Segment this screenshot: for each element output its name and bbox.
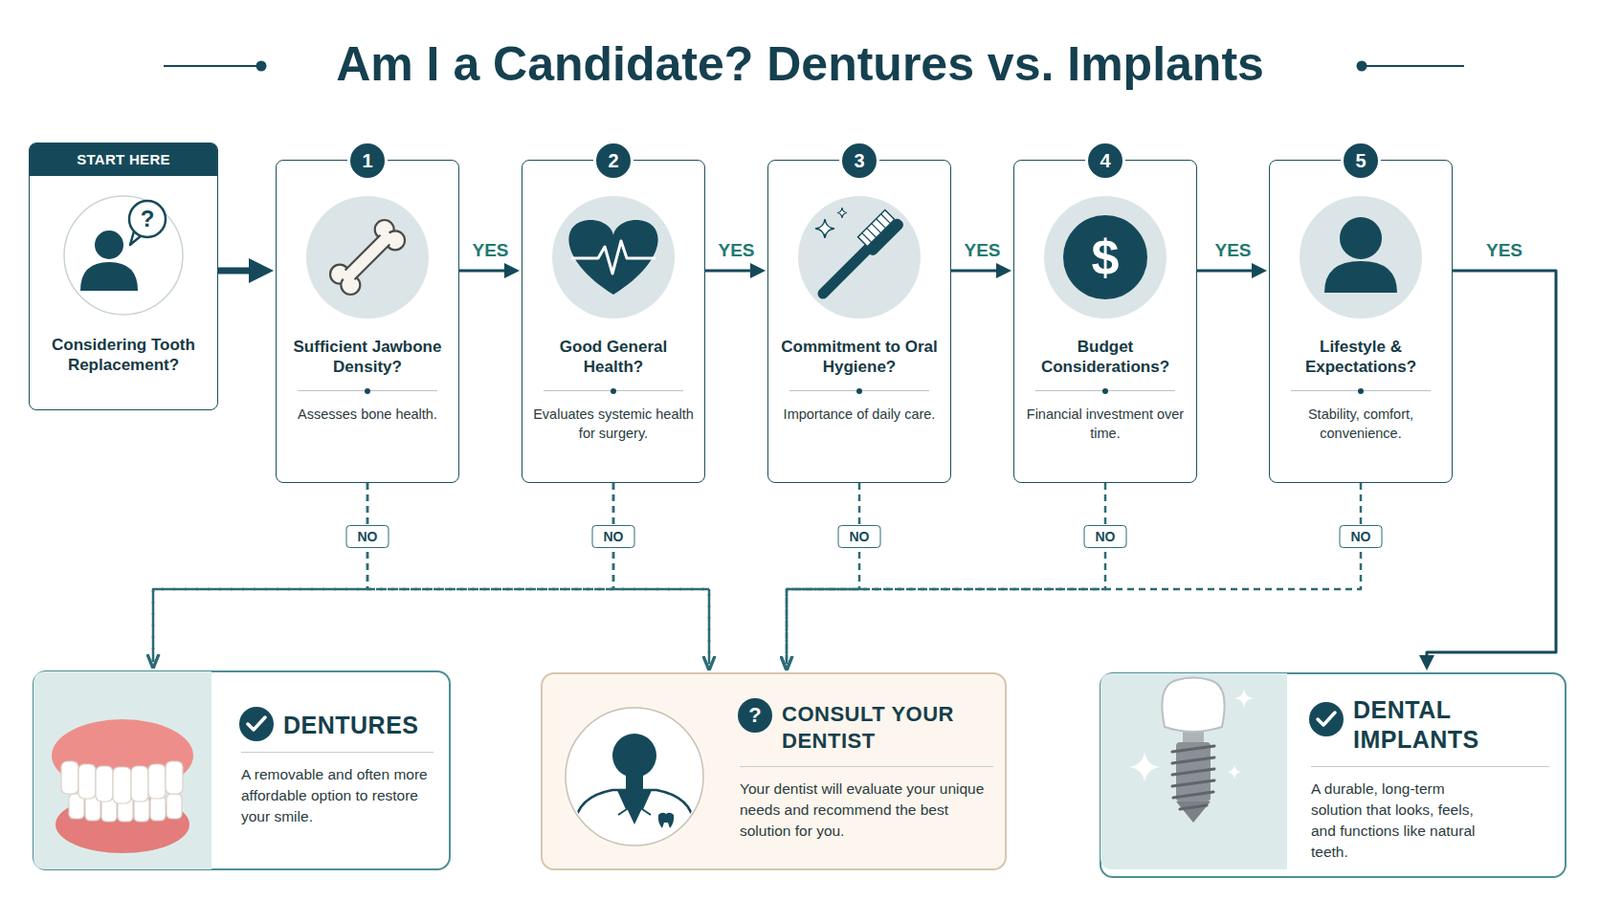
box-description: Assesses bone health. bbox=[284, 404, 451, 424]
no-connector bbox=[367, 483, 710, 665]
yes-connector bbox=[951, 269, 1005, 273]
decision-box: 1Sufficient Jawbone Density?Assesses bon… bbox=[275, 159, 460, 484]
yes-connector bbox=[218, 267, 263, 275]
box-heading: Considering Tooth Replacement? bbox=[35, 334, 212, 376]
no-label: NO bbox=[1339, 525, 1383, 549]
no-connector bbox=[786, 483, 1361, 665]
implant-picture bbox=[1129, 678, 1254, 824]
box-heading: Commitment to Oral Hygiene? bbox=[776, 336, 943, 378]
yes-label: YES bbox=[469, 240, 511, 262]
dollar-icon bbox=[1063, 215, 1148, 300]
toothbrush-icon bbox=[815, 207, 906, 294]
divider-line bbox=[1311, 766, 1550, 768]
step-number: 2 bbox=[593, 140, 634, 181]
result-box: DENTURES A removable and often more affor… bbox=[32, 670, 451, 871]
result-box: CONSULT YOUR DENTIST Your dentist will ev… bbox=[540, 672, 1007, 871]
check-icon bbox=[239, 702, 1344, 742]
no-connector bbox=[153, 483, 614, 663]
no-connector bbox=[786, 483, 1106, 665]
result-heading: DENTAL IMPLANTS bbox=[1311, 695, 1545, 756]
step-number: 1 bbox=[347, 140, 388, 181]
diagram-title: Am I a Candidate? Dentures vs. Implants bbox=[0, 30, 1600, 98]
yes-connector bbox=[1426, 270, 1556, 665]
yes-connector bbox=[459, 269, 513, 273]
divider-line bbox=[543, 390, 684, 392]
no-label: NO bbox=[1084, 525, 1128, 549]
icon-symbol: ? bbox=[140, 207, 156, 231]
start-box: START HERE Considering Tooth Replacement? bbox=[28, 142, 219, 411]
no-connector bbox=[613, 483, 710, 665]
decision-box: 5Lifestyle & Expectations?Stability, com… bbox=[1268, 159, 1453, 484]
box-description: Evaluates systemic health for surgery. bbox=[530, 404, 697, 444]
result-heading: DENTURES bbox=[241, 711, 434, 741]
icon-symbol: ? bbox=[748, 705, 761, 727]
yes-label: YES bbox=[1212, 240, 1253, 262]
divider-line bbox=[1290, 390, 1431, 392]
result-description: Your dentist will evaluate your unique n… bbox=[739, 778, 994, 843]
box-heading: Lifestyle & Expectations? bbox=[1277, 336, 1445, 378]
heart-icon bbox=[568, 220, 658, 295]
divider-line bbox=[1035, 390, 1176, 392]
step-number: 3 bbox=[839, 140, 880, 181]
box-description: Financial investment over time. bbox=[1022, 404, 1189, 444]
image-panel bbox=[33, 671, 212, 870]
yes-connector bbox=[705, 269, 759, 273]
no-connector bbox=[786, 483, 860, 665]
step-number: 4 bbox=[1085, 140, 1126, 181]
bone-icon bbox=[326, 216, 409, 299]
no-label: NO bbox=[346, 525, 390, 549]
image-panel bbox=[1100, 673, 1288, 870]
box-description: Importance of daily care. bbox=[776, 404, 943, 424]
result-description: A removable and often more affordable op… bbox=[241, 764, 434, 828]
box-description: Stability, comfort, convenience. bbox=[1277, 404, 1445, 444]
no-connector bbox=[153, 483, 368, 663]
yes-label: YES bbox=[961, 240, 1002, 262]
step-number: 5 bbox=[1340, 140, 1381, 181]
no-label: NO bbox=[838, 525, 882, 549]
icon-circle bbox=[306, 196, 1423, 319]
yes-label: YES bbox=[1484, 240, 1525, 262]
decision-box: 2Good General Health?Evaluates systemic … bbox=[521, 159, 706, 484]
no-label: NO bbox=[592, 525, 636, 549]
box-heading: Good General Health? bbox=[530, 336, 697, 378]
decision-box: 4Budget Considerations?Financial investm… bbox=[1013, 159, 1198, 484]
result-box: DENTAL IMPLANTS A durable, long-term solu… bbox=[1099, 672, 1567, 879]
box-heading: Budget Considerations? bbox=[1022, 336, 1189, 378]
box-heading: Sufficient Jawbone Density? bbox=[284, 336, 451, 378]
decision-box: 3Commitment to Oral Hygiene?Importance o… bbox=[767, 159, 952, 484]
divider-line bbox=[297, 390, 438, 392]
person-icon bbox=[1324, 217, 1398, 293]
yes-label: YES bbox=[715, 240, 756, 262]
divider-line bbox=[789, 390, 930, 392]
result-description: A durable, long-term solution that looks… bbox=[1311, 778, 1498, 864]
dentist-icon bbox=[565, 698, 773, 862]
result-heading: CONSULT YOUR DENTIST bbox=[739, 701, 985, 756]
divider-line bbox=[241, 752, 434, 754]
dentures-picture bbox=[51, 719, 194, 854]
person-question-icon bbox=[64, 196, 183, 315]
yes-connector bbox=[1197, 269, 1261, 273]
icon-symbol: $ bbox=[1091, 232, 1120, 283]
start-tab-label: START HERE bbox=[29, 143, 218, 177]
divider-line bbox=[739, 766, 994, 768]
